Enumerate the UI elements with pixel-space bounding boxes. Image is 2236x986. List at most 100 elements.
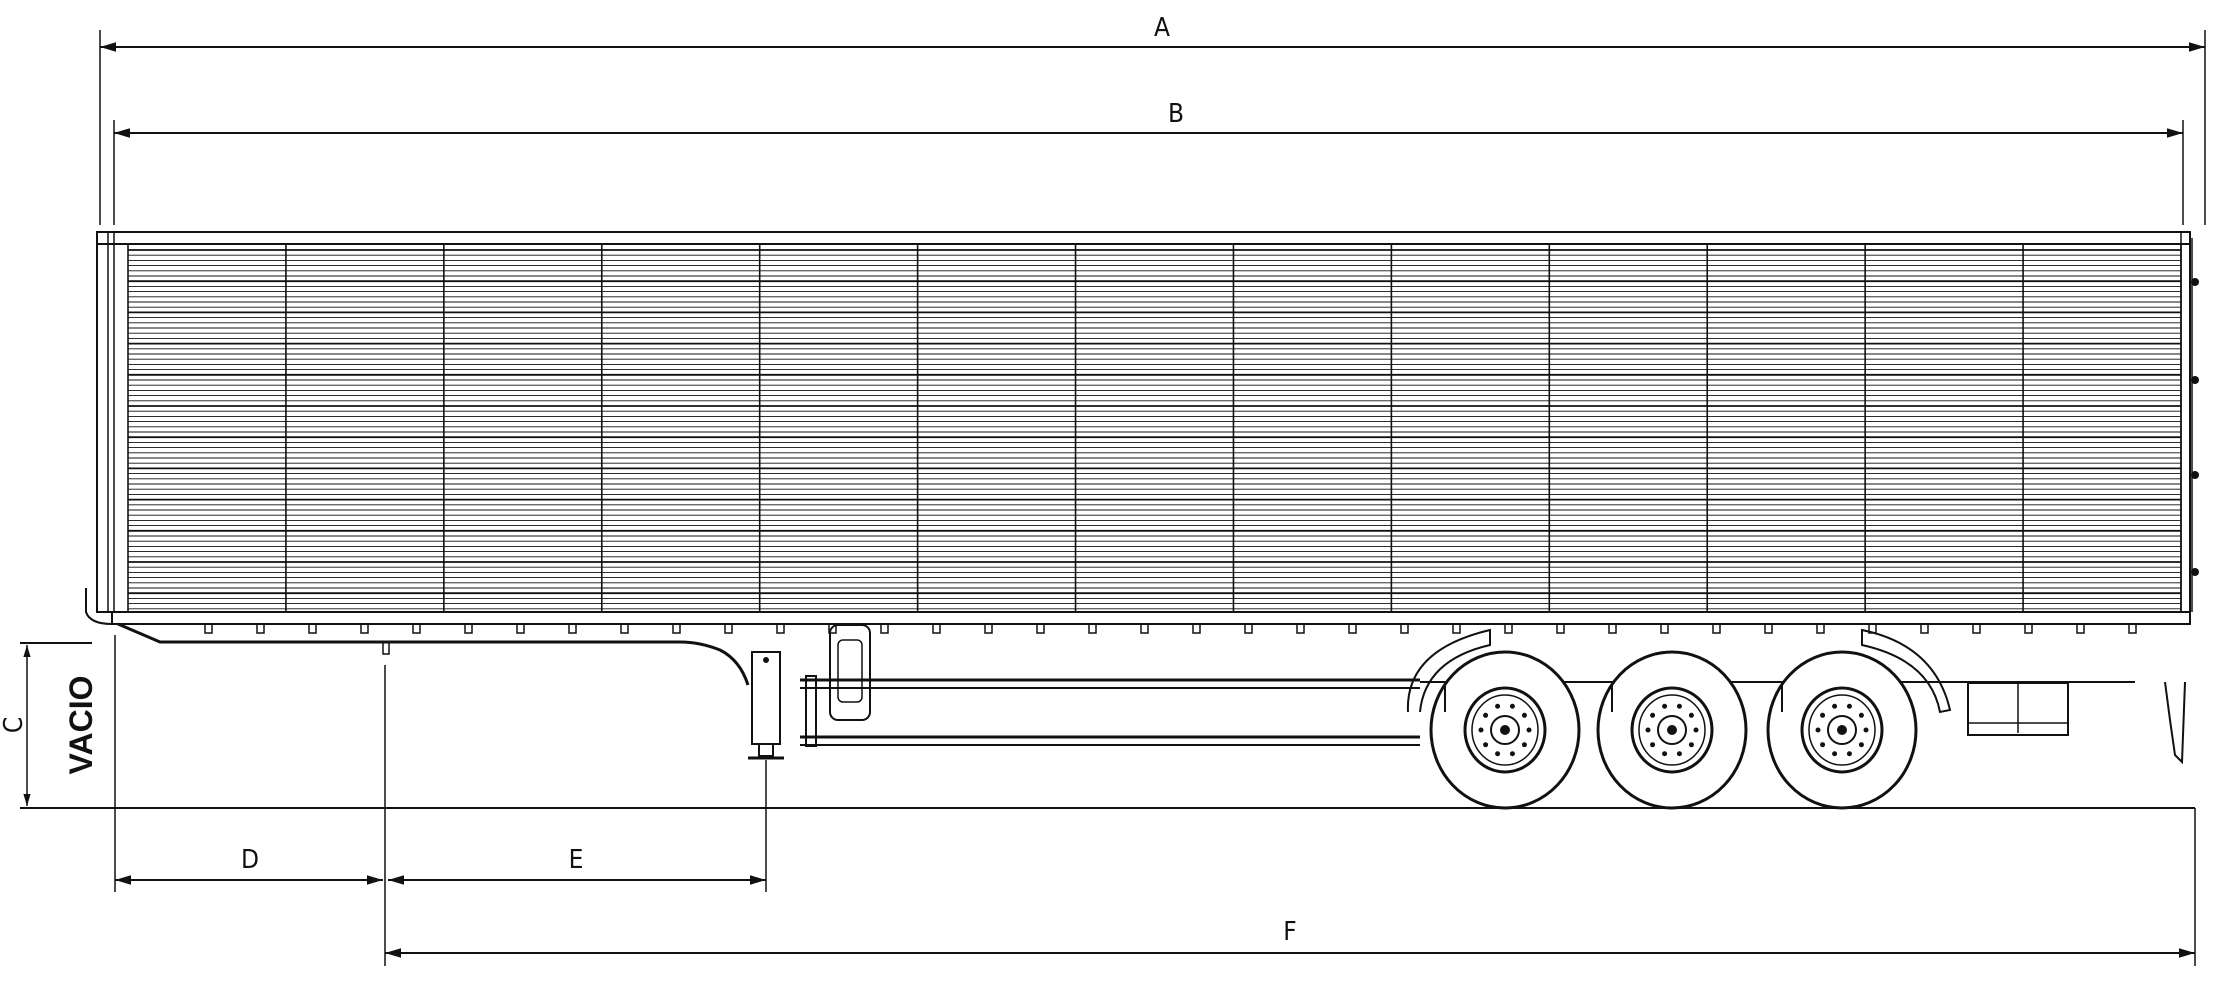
rail-hook [1504, 623, 1513, 634]
rail-hook [2128, 623, 2137, 634]
rail-hook [1244, 623, 1253, 634]
rail-hook [412, 623, 421, 634]
wheel-nut [1693, 727, 1699, 733]
kingpin [382, 641, 390, 655]
wheel-nut [1521, 712, 1527, 718]
hub-cap [1837, 725, 1847, 735]
rail-hook [1036, 623, 1045, 634]
wheel-nut [1815, 727, 1821, 733]
rail-hook [1712, 623, 1721, 634]
rail-hook [256, 623, 265, 634]
wheel-nut [1483, 742, 1489, 748]
rail-hook [2024, 623, 2033, 634]
wheel-nut [1662, 703, 1668, 709]
landing-leg [748, 651, 784, 760]
side-rail [111, 611, 2191, 625]
wheel-nut [1858, 742, 1864, 748]
wheel-nut [1483, 712, 1489, 718]
rail-hook [1764, 623, 1773, 634]
rail-hook [1140, 623, 1149, 634]
wheel-nut [1509, 751, 1515, 757]
rail-hook [1608, 623, 1617, 634]
rail-hook [1972, 623, 1981, 634]
front-corner [85, 588, 113, 625]
rail-hook [1088, 623, 1097, 634]
rim [1630, 686, 1714, 774]
wheel-nut [1858, 712, 1864, 718]
dimension-label-a: A [1154, 13, 1170, 43]
wheel-nut [1495, 751, 1501, 757]
wheel-nut [1846, 751, 1852, 757]
dimension-label-d: D [241, 845, 259, 875]
vacio-label: VACIO [63, 676, 99, 775]
rail-hook [204, 623, 213, 634]
hub [1490, 715, 1520, 745]
mudguards [1406, 628, 1952, 714]
rail-hook [620, 623, 629, 634]
rear-door-hinges [2191, 238, 2199, 612]
curtain-slats [128, 249, 2181, 610]
rear-bumper [2164, 681, 2186, 765]
rim-inner [1808, 694, 1876, 766]
rail-hook [828, 623, 837, 634]
rail-hook [1660, 623, 1669, 634]
rail-hook [984, 623, 993, 634]
hub [1657, 715, 1687, 745]
wheel-nut [1676, 751, 1682, 757]
wheel-nut [1832, 751, 1838, 757]
wheel-nut [1521, 742, 1527, 748]
hub-cap [1500, 725, 1510, 735]
rail-hook [360, 623, 369, 634]
wheel-nut [1846, 703, 1852, 709]
wheel-nut [1832, 703, 1838, 709]
dimension-b: B [113, 99, 2184, 225]
panel-dividers [127, 244, 2182, 612]
hub [1827, 715, 1857, 745]
rail-hook [568, 623, 577, 634]
rail-hook [516, 623, 525, 634]
rail-hook [932, 623, 941, 634]
wheel [1429, 650, 1581, 810]
wheel-nut [1820, 712, 1826, 718]
rail-hook [1920, 623, 1929, 634]
wheel-nut [1478, 727, 1484, 733]
dimension-label-c: C [0, 717, 29, 733]
rail-hook [880, 623, 889, 634]
wheel-nut [1509, 703, 1515, 709]
rail-hook [308, 623, 317, 634]
rim [1800, 686, 1884, 774]
wheel-nut [1688, 742, 1694, 748]
dimension-label-e: E [569, 845, 584, 875]
dimension-label-f: F [1283, 917, 1296, 947]
wheel-nut [1526, 727, 1532, 733]
rail-hook [776, 623, 785, 634]
rim-inner [1471, 694, 1539, 766]
chassis [117, 622, 2186, 765]
rail-hook [724, 623, 733, 634]
dimension-f: F [385, 808, 2196, 966]
rail-hook [1296, 623, 1305, 634]
hub-cap [1667, 725, 1677, 735]
rim [1463, 686, 1547, 774]
wheel-nut [1820, 742, 1826, 748]
rail-hook [672, 623, 681, 634]
wheel [1766, 650, 1918, 810]
wheel-nut [1495, 703, 1501, 709]
trailer-body [85, 231, 2199, 634]
rail-hook [1452, 623, 1461, 634]
wheel-nut [1645, 727, 1651, 733]
wheel [1596, 650, 1748, 810]
rail-hook [1556, 623, 1565, 634]
dimension-a: A [99, 13, 2206, 225]
wheel-nut [1650, 712, 1656, 718]
rim-inner [1638, 694, 1706, 766]
wheel-nut [1863, 727, 1869, 733]
wheel-nut [1676, 703, 1682, 709]
wheel-nut [1662, 751, 1668, 757]
axle-group [1429, 650, 1918, 810]
dimension-c: C VACIO [0, 642, 2195, 809]
rail-hook [2076, 623, 2085, 634]
rail-hook [1348, 623, 1357, 634]
wheel-nut [1688, 712, 1694, 718]
